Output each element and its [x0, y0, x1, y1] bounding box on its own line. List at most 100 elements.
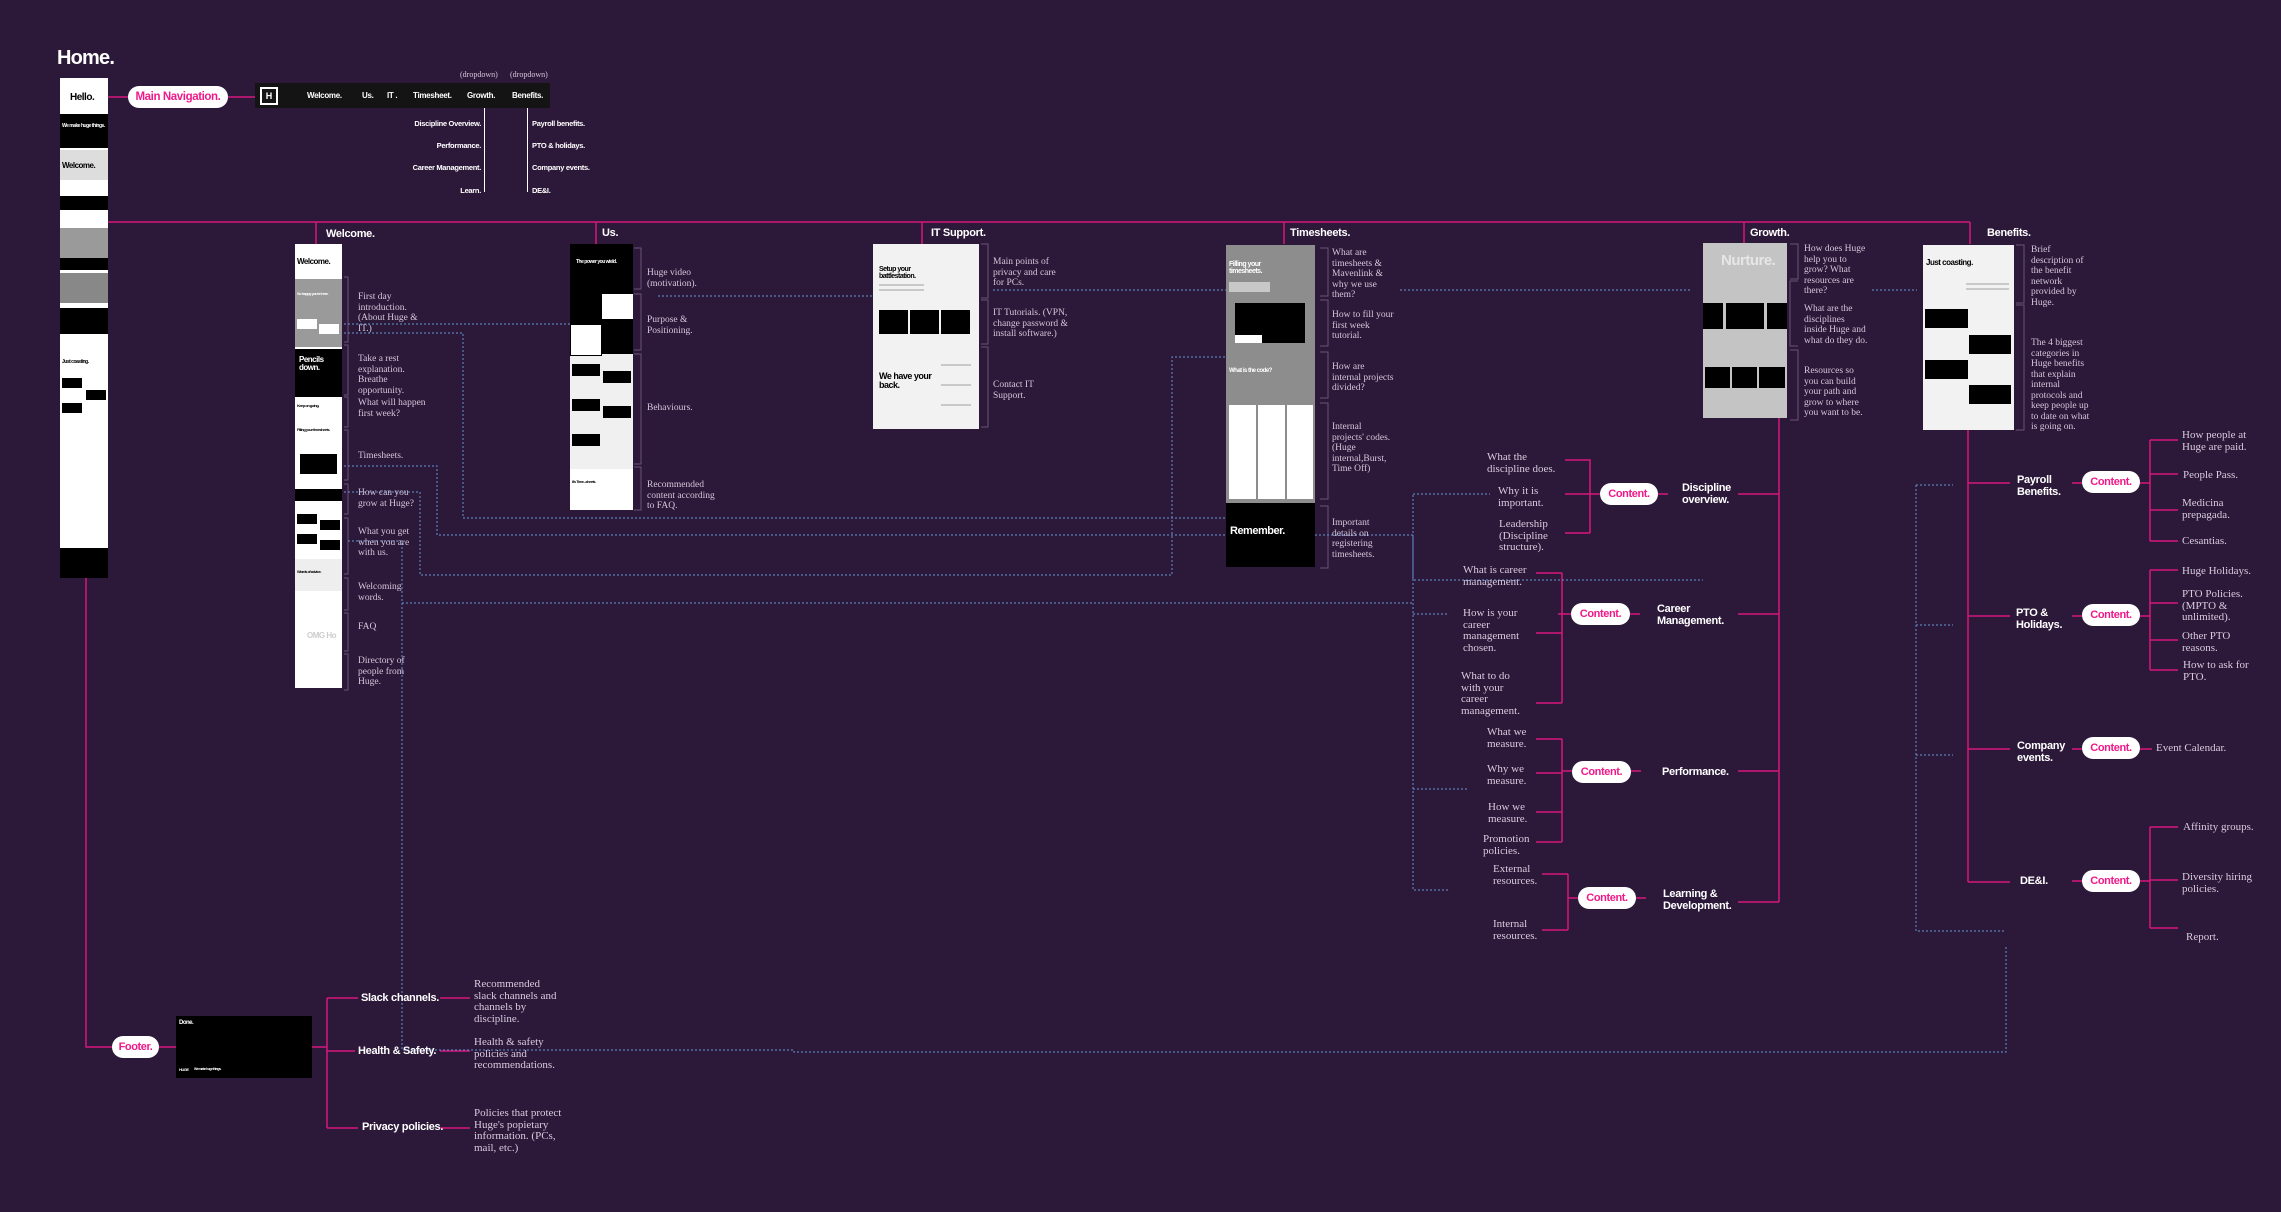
welcome-page-thumbnail[interactable]: Welcome. So happy you're here. Pencils d…: [295, 244, 342, 688]
it-page-thumbnail[interactable]: Setup your battlestation. We have your b…: [873, 244, 979, 429]
dropdown-payroll[interactable]: Payroll benefits.: [532, 119, 585, 128]
tree-item: People Pass.: [2183, 469, 2238, 481]
tree-item: PTO Policies. (MPTO & unlimited).: [2182, 588, 2243, 623]
dropdown-learn[interactable]: Learn.: [460, 186, 481, 195]
home-title: Home.: [57, 47, 115, 69]
timesheets-note: Internal projects' codes. (Huge internal…: [1332, 422, 1391, 474]
home-page-thumbnail[interactable]: Hello. We make huge things. Welcome. Jus…: [60, 78, 108, 578]
growth-note: What are the disciplines inside Huge and…: [1804, 304, 1868, 346]
benefits-branch-dei: DE&I.: [2020, 875, 2048, 887]
dropdown-dei[interactable]: DE&I.: [532, 186, 551, 195]
dropdown-company-events[interactable]: Company events.: [532, 163, 590, 172]
footer-pill[interactable]: Footer.: [112, 1036, 159, 1058]
growth-page-thumbnail[interactable]: Nurture.: [1703, 243, 1787, 418]
growth-branch-learning-development: Learning & Development.: [1663, 888, 1732, 912]
thumb-text: Remember.: [1230, 525, 1285, 537]
nav-timesheet[interactable]: Timesheet.: [413, 91, 452, 100]
benefits-note: Brief description of the benefit network…: [2031, 245, 2084, 308]
us-page-thumbnail[interactable]: The power you wield. It's Time...sheets.: [570, 244, 633, 510]
dropdown-performance[interactable]: Performance.: [436, 141, 482, 150]
welcome-note: Timesheets.: [358, 451, 404, 461]
thumb-text: OMG Ho: [307, 631, 337, 640]
nav-us[interactable]: Us.: [362, 91, 374, 100]
content-pill[interactable]: Content.: [2082, 471, 2140, 493]
thumb-text: Setup your battlestation.: [879, 266, 916, 280]
thumb-text: Words of advice.: [297, 569, 321, 574]
section-title-welcome: Welcome.: [326, 228, 375, 240]
dropdown-pto[interactable]: PTO & holidays.: [532, 141, 585, 150]
content-pill[interactable]: Content.: [1572, 761, 1631, 783]
section-title-us: Us.: [602, 227, 619, 239]
content-pill[interactable]: Content.: [1578, 887, 1636, 909]
timesheets-page-thumbnail[interactable]: Filling your timesheets. What is the cod…: [1226, 245, 1315, 567]
it-note: Main points of privacy and care for PCs.: [993, 257, 1056, 288]
tree-item: How people at Huge are paid.: [2182, 429, 2247, 453]
growth-branch-performance: Performance.: [1662, 766, 1729, 778]
welcome-note: What will happen first week?: [358, 398, 426, 419]
growth-note: How does Huge help you to grow? What res…: [1804, 244, 1866, 296]
nav-it[interactable]: IT .: [387, 91, 398, 100]
footer-item-privacy: Privacy policies.: [362, 1121, 444, 1133]
tree-item: How we measure.: [1488, 801, 1528, 825]
growth-branch-career-management: Career Management.: [1657, 603, 1724, 627]
huge-logo-icon[interactable]: H: [260, 87, 278, 105]
thumb-text: Keep on going.: [297, 403, 319, 408]
welcome-note: What you get when you are with us.: [358, 527, 410, 558]
timesheets-note: What are timesheets & Mavenlink & why we…: [1332, 248, 1383, 300]
benefits-branch-pto: PTO & Holidays.: [2016, 607, 2063, 631]
dropdown-career-management[interactable]: Career Management.: [412, 163, 482, 172]
content-pill[interactable]: Content.: [1571, 603, 1630, 625]
tree-item: Internal resources.: [1493, 918, 1538, 942]
thumb-text: The power you wield.: [576, 259, 617, 265]
section-title-benefits: Benefits.: [1987, 227, 2031, 239]
it-note: Contact IT Support.: [993, 380, 1034, 401]
welcome-note: FAQ: [358, 622, 377, 632]
nav-welcome[interactable]: Welcome.: [307, 91, 342, 100]
tree-item: Why we measure.: [1487, 763, 1527, 787]
content-pill[interactable]: Content.: [2082, 737, 2140, 759]
us-note: Huge video (motivation).: [647, 268, 697, 289]
thumb-text: We make huge things.: [194, 1067, 221, 1071]
content-pill[interactable]: Content.: [2082, 604, 2140, 626]
thumb-text: Filling your timesheets.: [1229, 261, 1263, 275]
tree-item: Leadership (Discipline structure).: [1499, 518, 1548, 553]
it-note: IT Tutorials. (VPN, change password & in…: [993, 308, 1068, 339]
thumb-text: Nurture.: [1721, 252, 1776, 269]
tree-item: How is your career management chosen.: [1463, 607, 1520, 654]
section-title-it: IT Support.: [931, 227, 986, 239]
tree-item: Event Calendar.: [2156, 742, 2227, 754]
benefits-page-thumbnail[interactable]: Just coasting.: [1923, 245, 2014, 430]
welcome-note: Take a rest explanation. Breathe opportu…: [358, 354, 405, 396]
tree-item: Report.: [2186, 931, 2219, 943]
footer-thumbnail[interactable]: Done. HUGE We make huge things.: [176, 1016, 312, 1078]
footer-item-health: Health & Safety.: [358, 1045, 437, 1057]
growth-note: Resources so you can build your path and…: [1804, 366, 1863, 418]
thumb-text: Welcome.: [297, 257, 331, 266]
dropdown-discipline-overview[interactable]: Discipline Overview.: [414, 119, 481, 128]
tree-item: Huge Holidays.: [2182, 565, 2252, 577]
section-title-timesheets: Timesheets.: [1290, 227, 1351, 239]
tree-item: External resources.: [1493, 863, 1538, 887]
benefits-branch-company-events: Company events.: [2017, 740, 2066, 764]
main-navigation-pill[interactable]: Main Navigation.: [128, 86, 228, 108]
tree-item: What is career management.: [1463, 564, 1527, 588]
footer-note: Policies that protect Huge's popietary i…: [474, 1107, 562, 1154]
content-pill[interactable]: Content.: [2082, 870, 2140, 892]
growth-branch-discipline-overview: Discipline overview.: [1682, 482, 1731, 506]
nav-growth[interactable]: Growth.: [467, 91, 496, 100]
footer-item-slack: Slack channels.: [361, 992, 440, 1004]
tree-item: What to do with your career management.: [1461, 670, 1520, 717]
timesheets-note: How are internal projects divided?: [1332, 362, 1394, 393]
tree-item: What we measure.: [1487, 726, 1527, 750]
welcome-note: First day introduction. (About Huge & IT…: [358, 292, 418, 334]
tree-item: Promotion policies.: [1483, 833, 1530, 857]
thumb-make: We make huge things.: [62, 123, 105, 129]
content-pill[interactable]: Content.: [1600, 483, 1658, 505]
us-note: Recommended content according to FAQ.: [647, 480, 715, 511]
footer-note: Health & safety policies and recommendat…: [474, 1036, 555, 1071]
nav-benefits[interactable]: Benefits.: [512, 91, 544, 100]
dropdown-label-benefits: (dropdown): [510, 70, 548, 79]
welcome-note: Welcoming words.: [358, 582, 402, 603]
tree-item: Medicina prepagada.: [2182, 497, 2230, 521]
